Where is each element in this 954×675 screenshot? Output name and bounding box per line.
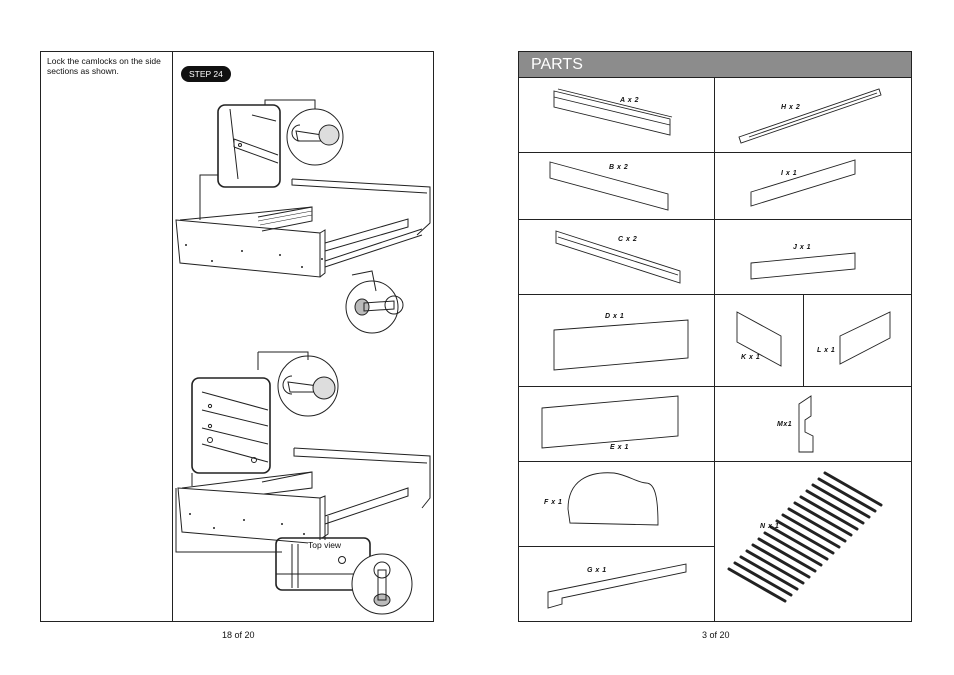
instruction-text: Lock the camlocks on the side sections a… <box>47 56 161 76</box>
part-l-label: L x 1 <box>817 347 836 354</box>
step-illustration-bottom <box>175 351 431 615</box>
part-e-label: E x 1 <box>610 444 629 451</box>
grid-hline <box>518 152 912 153</box>
page-number-right: 3 of 20 <box>702 630 730 640</box>
column-divider <box>172 51 173 622</box>
grid-hline <box>518 461 912 462</box>
grid-hline <box>518 219 912 220</box>
part-e-drawing <box>541 395 679 449</box>
part-f-label: F x 1 <box>544 499 563 506</box>
parts-frame <box>518 77 912 622</box>
part-n-label: N x 1 <box>760 523 780 530</box>
part-k-label: K x 1 <box>741 354 761 361</box>
part-c-drawing <box>555 230 681 284</box>
part-l-drawing <box>839 311 891 365</box>
top-view-label: Top view <box>308 540 342 550</box>
part-g-label: G x 1 <box>587 567 607 574</box>
grid-hline <box>518 294 912 295</box>
part-m-drawing <box>798 395 814 453</box>
part-i-label: I x 1 <box>781 170 798 177</box>
parts-header: PARTS <box>518 51 912 78</box>
part-h-drawing <box>738 88 882 144</box>
step-illustration-top <box>175 99 431 334</box>
page-number-left: 18 of 20 <box>222 630 255 640</box>
grid-hline <box>518 386 912 387</box>
step-frame <box>40 51 434 622</box>
part-h-label: H x 2 <box>781 104 801 111</box>
part-i-drawing <box>750 159 856 207</box>
part-n-drawing <box>727 471 883 603</box>
part-m-label: Mx1 <box>777 421 793 428</box>
part-d-label: D x 1 <box>605 313 625 320</box>
part-a-label: A x 2 <box>620 97 639 104</box>
part-g-drawing <box>547 563 687 609</box>
grid-vline-center <box>714 77 715 622</box>
grid-vline-kl <box>803 294 804 386</box>
part-f-drawing <box>567 472 659 526</box>
part-b-drawing <box>549 161 669 211</box>
part-j-label: J x 1 <box>793 244 812 251</box>
grid-hline-left <box>518 546 715 547</box>
part-b-label: B x 2 <box>609 164 629 171</box>
part-d-drawing <box>553 319 689 371</box>
part-c-label: C x 2 <box>618 236 638 243</box>
part-k-drawing <box>736 311 782 367</box>
part-j-drawing <box>750 252 856 280</box>
step-badge: STEP 24 <box>181 66 231 82</box>
part-a-drawing <box>553 88 673 136</box>
